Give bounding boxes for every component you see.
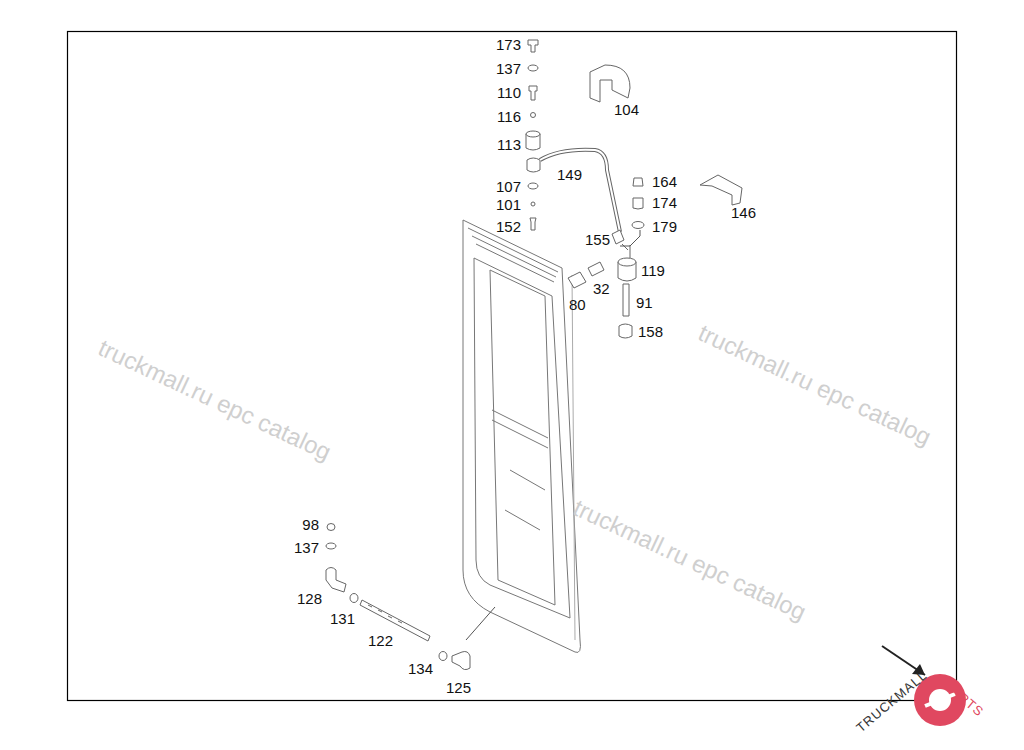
frame <box>68 32 957 701</box>
callout-number: 155 <box>585 231 610 248</box>
callout-number: 107 <box>496 178 521 195</box>
callout-number: 119 <box>641 262 665 279</box>
callout-number: 131 <box>330 610 355 627</box>
callout-number: 104 <box>614 101 639 118</box>
window-panel <box>463 220 580 653</box>
callout-number: 128 <box>297 590 322 607</box>
callout-number: 137 <box>496 60 521 77</box>
watermark: truckmall.ru epc catalog <box>569 494 811 626</box>
callout-number: 80 <box>569 296 586 313</box>
callout-number: 164 <box>652 173 677 190</box>
callout-number: 146 <box>731 204 756 221</box>
callout-number: 173 <box>496 36 521 53</box>
callout-number: 91 <box>636 294 653 311</box>
callout-number: 32 <box>593 280 610 297</box>
callout-number: 101 <box>496 196 521 213</box>
watermark: truckmall.ru epc catalog <box>694 319 936 451</box>
callout-number: 137 <box>294 539 319 556</box>
callout-number: 113 <box>497 136 521 153</box>
callout-number: 174 <box>652 194 677 211</box>
callout-number: 158 <box>638 323 663 340</box>
callout-number: 134 <box>408 660 433 677</box>
watermark: truckmall.ru epc catalog <box>94 334 336 466</box>
callout-number: 125 <box>446 679 471 696</box>
callout-number: 122 <box>368 632 393 649</box>
callout-number: 179 <box>652 218 677 235</box>
hardware-parts <box>326 40 742 670</box>
callout-number: 98 <box>302 516 319 533</box>
callout-number: 116 <box>497 108 521 125</box>
callout-number: 149 <box>557 166 582 183</box>
callout-number: 152 <box>496 218 521 235</box>
callout-number: 110 <box>497 84 521 101</box>
